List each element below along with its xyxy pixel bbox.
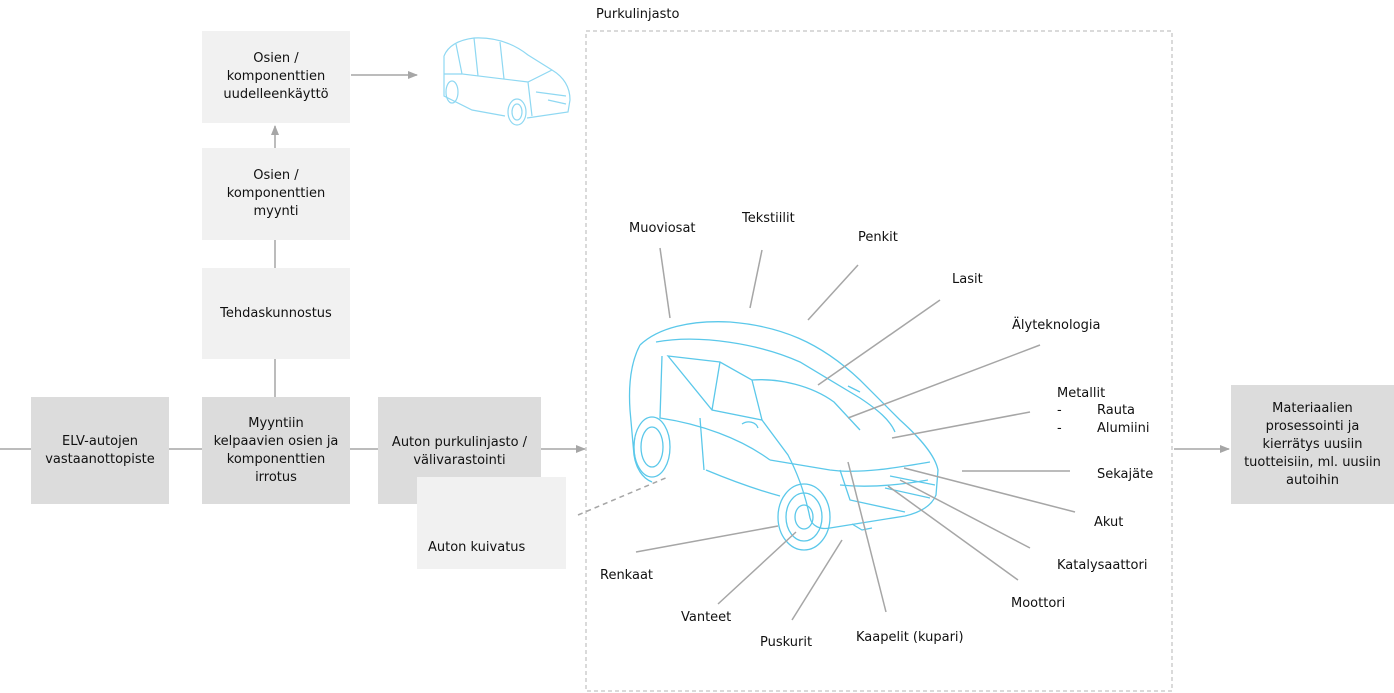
- callout-lasit: [817, 299, 941, 386]
- label-akut: Akut: [1094, 515, 1124, 530]
- box-materiaalien: Materiaalien prosessointi ja kierrätys u…: [1231, 385, 1394, 504]
- box-myynti: Osien / komponenttien myynti: [202, 148, 350, 240]
- box-elv-label: ELV-autojen vastaanottopiste: [45, 433, 155, 467]
- box-tehdas-label: Tehdaskunnostus: [220, 305, 332, 321]
- label-metallit: Metallit: [1057, 386, 1106, 401]
- label-penkit: Penkit: [858, 230, 898, 245]
- callout-muoviosat: [659, 247, 671, 319]
- callout-moottori: [887, 485, 1019, 581]
- label-muoviosat: Muoviosat: [629, 221, 696, 236]
- box-myyntiin-label: Myyntiin kelpaavien osien ja komponentti…: [213, 415, 339, 485]
- box-materiaalien-label: Materiaalien prosessointi ja kierrätys u…: [1244, 400, 1381, 488]
- frame-title: Purkulinjasto: [596, 7, 680, 22]
- label-tekstiilit: Tekstiilit: [742, 211, 795, 226]
- label-lasit: Lasit: [952, 272, 983, 287]
- label-vanteet: Vanteet: [681, 610, 732, 625]
- callout-katalysaattori: [899, 479, 1031, 549]
- callout-tekstiilit: [749, 249, 763, 309]
- connector-kuivatus-car: [577, 476, 669, 516]
- label-katalysaattori: Katalysaattori: [1057, 558, 1148, 573]
- callout-renkaat: [635, 525, 779, 553]
- callout-penkit: [807, 264, 859, 321]
- callout-akut: [903, 467, 1076, 513]
- disassembly-frame: [585, 30, 1173, 692]
- label-moottori: Moottori: [1011, 596, 1066, 611]
- metal-dash-rauta: -: [1057, 403, 1062, 418]
- box-myynti-label: Osien / komponenttien myynti: [226, 168, 326, 219]
- label-alyteknologia: Älyteknologia: [1012, 318, 1101, 333]
- metal-alumiini: Alumiini: [1097, 421, 1150, 436]
- big-car-outline: [628, 321, 939, 551]
- callout-puskurit: [791, 539, 843, 621]
- box-purku-label: Auton purkulinjasto / välivarastointi: [391, 435, 528, 468]
- box-myyntiin: Myyntiin kelpaavien osien ja komponentti…: [202, 397, 350, 504]
- box-kuivatus: Auton kuivatus: [417, 477, 566, 569]
- box-elv: ELV-autojen vastaanottopiste: [31, 397, 169, 504]
- label-kaapelit: Kaapelit (kupari): [856, 630, 964, 645]
- label-sekajate: Sekajäte: [1097, 467, 1154, 482]
- callout-alyteknologia: [847, 344, 1041, 419]
- box-tehdas: Tehdaskunnostus: [202, 268, 350, 359]
- small-car-icon: [443, 37, 571, 126]
- callout-metallit: [891, 411, 1031, 439]
- box-kuivatus-label: Auton kuivatus: [428, 540, 526, 555]
- label-renkaat: Renkaat: [600, 568, 654, 583]
- callout-kaapelit: [847, 461, 887, 613]
- box-uudelleen-label: Osien / komponenttien uudelleenkäyttö: [223, 51, 329, 102]
- metal-rauta: Rauta: [1097, 403, 1136, 418]
- metal-dash-alumiini: -: [1057, 421, 1062, 436]
- box-uudelleen: Osien / komponenttien uudelleenkäyttö: [202, 31, 350, 123]
- label-puskurit: Puskurit: [760, 635, 813, 650]
- callout-vanteet: [717, 531, 797, 605]
